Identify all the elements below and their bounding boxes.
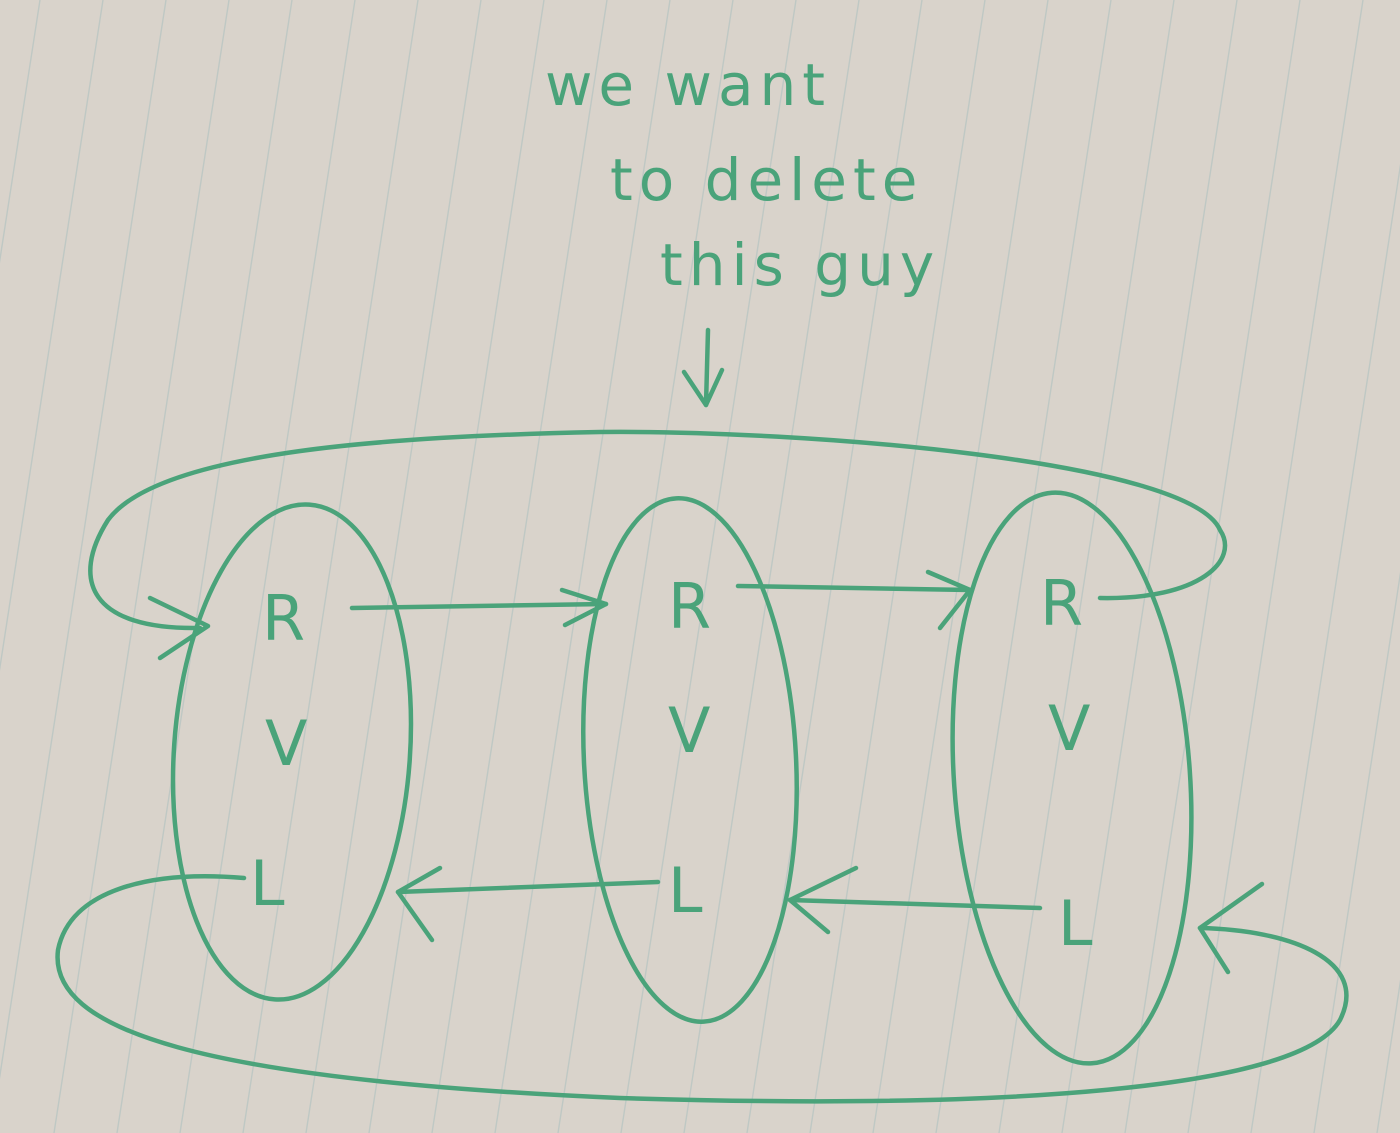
paper-rule-line [1376, 979, 1400, 1133]
node-middle: R V L [668, 570, 711, 927]
paper-rule-line [746, 0, 923, 1133]
r-pointer-right-wrap-to-left [88, 429, 1228, 661]
paper-rule-line [1061, 0, 1238, 1133]
node-right-field-v: V [1048, 692, 1090, 765]
pointer-arrow [681, 327, 725, 408]
annotation: we want to delete this guy [545, 51, 940, 299]
node-middle-field-l: L [668, 854, 703, 927]
paper-rule-line [1124, 0, 1301, 1133]
node-left-field-v: V [265, 707, 307, 780]
paper-rule-line [116, 0, 293, 1133]
paper-rule-line [872, 0, 1049, 1133]
paper-rule-line [0, 0, 104, 672]
annotation-line-3: this guy [660, 231, 940, 299]
paper-rule-line [305, 0, 482, 1133]
paper-rule-line [179, 0, 356, 1133]
paper-rule-line [1187, 0, 1364, 1133]
node-right-outline [950, 490, 1194, 1066]
paper-rule-line [1313, 571, 1400, 1133]
paper-rule-line [557, 0, 734, 1133]
paper-rule-line [431, 0, 608, 1133]
r-pointer-left-to-middle [349, 587, 609, 628]
r-pointer-middle-to-right [735, 569, 973, 631]
node-left-outline [170, 502, 414, 1002]
node-right: R V L [1040, 567, 1093, 960]
annotation-line-2: to delete [610, 146, 923, 214]
paper-rule-line [368, 0, 545, 1133]
node-right-field-r: R [1040, 567, 1083, 640]
paper-rule-line [1250, 163, 1400, 1133]
paper-rule-line [494, 0, 671, 1133]
node-middle-field-r: R [668, 570, 711, 643]
paper-rule-line [0, 0, 167, 1080]
paper-rule-line [53, 0, 230, 1133]
annotation-line-1: we want [545, 51, 831, 119]
node-middle-outline [581, 496, 799, 1024]
node-left-field-r: R [262, 582, 305, 655]
node-left-field-l: L [250, 847, 285, 920]
paper-rule-line [0, 0, 41, 264]
paper-rule-line [935, 0, 1112, 1133]
l-pointer-left-wrap-to-right [55, 874, 1349, 1104]
node-right-field-l: L [1058, 887, 1093, 960]
node-middle-field-v: V [668, 694, 710, 767]
paper-rule-line [683, 0, 860, 1133]
l-pointer-right-to-middle [787, 865, 1043, 935]
paper-rule-line [809, 0, 986, 1133]
node-left: R V L [250, 582, 307, 920]
l-pointer-middle-to-left [395, 865, 661, 943]
paper-rule-line [620, 0, 797, 1133]
paper-rule-line [242, 0, 419, 1133]
paper-rule-line [998, 0, 1175, 1133]
